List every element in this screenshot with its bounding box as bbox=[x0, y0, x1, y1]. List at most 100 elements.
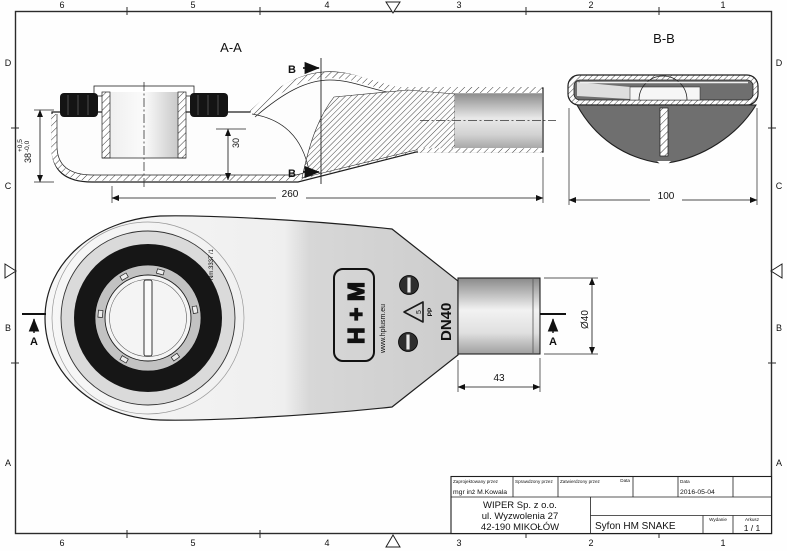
aa-dim-height: 38 +0,5 -0,0 bbox=[17, 109, 54, 183]
dim-38-tol-plus: +0,5 bbox=[17, 139, 24, 152]
row-letter: C bbox=[5, 181, 12, 191]
aa-dim-depth: 30 bbox=[216, 128, 246, 181]
title-block: Zaprojektowany przez mgr inż M.Kowala Sp… bbox=[450, 475, 773, 535]
frame-zone-letters: D C B A D C B A bbox=[5, 58, 783, 468]
row-letter: A bbox=[776, 458, 782, 468]
dim-43: 43 bbox=[493, 373, 505, 384]
row-letter: B bbox=[5, 323, 11, 333]
col-number: 3 bbox=[456, 538, 461, 548]
title-block-grid bbox=[451, 476, 772, 534]
col-number: 2 bbox=[588, 538, 593, 548]
row-letter: B bbox=[776, 323, 782, 333]
col-number: 1 bbox=[720, 538, 725, 548]
frame-zone-numbers: 6 5 4 3 2 1 6 5 4 3 2 1 bbox=[59, 0, 725, 548]
plan-website-text: www.hplusm.eu bbox=[380, 304, 387, 354]
aa-gasket-left bbox=[60, 93, 98, 117]
plan-dim-outlet-length: 43 bbox=[457, 358, 541, 392]
approved-by-label: Zatwierdzony przez bbox=[560, 479, 601, 484]
recycle-mark: 5 PP bbox=[403, 301, 434, 323]
sheet-label: Arkusz bbox=[745, 517, 760, 522]
aa-dim-length: 260 bbox=[111, 157, 544, 203]
section-aa-label: A-A bbox=[220, 40, 242, 55]
dim-100: 100 bbox=[658, 191, 675, 202]
plan-cover-inner-ring bbox=[109, 279, 187, 357]
sheet-value: 1 / 1 bbox=[744, 523, 761, 533]
plan-outlet-pipe bbox=[457, 277, 541, 355]
aa-top-wall-hatch bbox=[249, 71, 542, 116]
row-letter: C bbox=[776, 181, 783, 191]
bb-cut-letter-top: B bbox=[288, 64, 296, 76]
bb-cut-letter-bottom: B bbox=[288, 168, 296, 180]
frame-ticks bbox=[11, 7, 776, 538]
company-city: 42-190 MIKOŁÓW bbox=[481, 522, 559, 533]
row-letter: A bbox=[5, 458, 11, 468]
company-name: WIPER Sp. z o.o. bbox=[483, 500, 557, 511]
dim-38-tol-minus: -0,0 bbox=[24, 140, 31, 152]
aa-gasket-right bbox=[190, 93, 228, 117]
checked-by-label: Sprawdzony przez bbox=[515, 479, 553, 484]
row-letter: D bbox=[776, 58, 783, 68]
col-number: 1 bbox=[720, 0, 725, 10]
col-number: 6 bbox=[59, 0, 64, 10]
row-letter: D bbox=[5, 58, 12, 68]
aa-inner-wall-line bbox=[56, 114, 414, 176]
material-code: PP bbox=[427, 307, 434, 316]
hm-logo-text: H + M bbox=[343, 282, 369, 344]
plan-view: Nm.3337 /1 H + M www.hplusm.eu 5 PP DN40… bbox=[22, 215, 598, 421]
aa-cut-letter-right: A bbox=[549, 336, 557, 348]
dim-dia40: Ø40 bbox=[580, 310, 591, 329]
dim-260-mask bbox=[276, 188, 306, 199]
title-block-border bbox=[450, 475, 773, 535]
bb-rim-highlight bbox=[577, 82, 630, 99]
recycle-triangle-icon bbox=[403, 301, 424, 323]
bb-rim-arc bbox=[638, 75, 688, 101]
date-value: 2016-05-04 bbox=[680, 489, 715, 496]
col-number: 2 bbox=[588, 0, 593, 10]
bb-dome-slot bbox=[659, 107, 669, 157]
col-number: 3 bbox=[456, 0, 461, 10]
date-label: Data bbox=[680, 479, 690, 484]
col-number: 4 bbox=[324, 538, 329, 548]
drawing-title: Syfon HM SNAKE bbox=[595, 521, 676, 532]
bb-dim-width: 100 bbox=[568, 108, 758, 205]
aa-top-inner-line bbox=[254, 79, 542, 118]
bb-rim-window bbox=[629, 86, 701, 101]
plan-mold-text: Nm.3337 /1 bbox=[209, 248, 215, 280]
col-number: 4 bbox=[324, 0, 329, 10]
dim-38: 38 bbox=[23, 153, 33, 163]
hm-logo: H + M bbox=[333, 268, 375, 362]
center-mark-right bbox=[770, 263, 783, 279]
dim-260: 260 bbox=[282, 189, 299, 200]
center-mark-bottom bbox=[385, 534, 401, 548]
aa-cut-marker-left: A bbox=[22, 313, 46, 348]
designed-by-label: Zaprojektowany przez bbox=[453, 479, 499, 484]
aa-gasket-texture bbox=[67, 95, 219, 115]
plan-dn40-text: DN40 bbox=[438, 303, 455, 341]
aa-cut-marker-right: A bbox=[540, 313, 566, 348]
edition-label: Wydanie bbox=[709, 517, 727, 522]
plan-boss-ring bbox=[51, 221, 245, 415]
section-view-aa: A-A B bbox=[17, 40, 556, 203]
small-date-label: Data bbox=[620, 478, 630, 483]
center-mark-top bbox=[385, 1, 401, 14]
designed-by-value: mgr inż M.Kowala bbox=[453, 489, 507, 496]
aa-cut-letter-left: A bbox=[30, 336, 38, 348]
aa-pipe-bore bbox=[455, 94, 542, 148]
plan-dim-outlet-diameter: Ø40 bbox=[544, 277, 598, 355]
aa-bottom-wall-hatch bbox=[51, 114, 415, 181]
hm-logo-frame bbox=[333, 268, 375, 362]
section-view-bb: B-B 100 bbox=[567, 31, 759, 205]
col-number: 6 bbox=[59, 538, 64, 548]
plan-cover-divider bbox=[143, 279, 153, 357]
sheet-frame: 6 5 4 3 2 1 6 5 4 3 2 1 D C B A D C B A bbox=[4, 0, 783, 548]
section-bb-label: B-B bbox=[653, 31, 675, 46]
col-number: 5 bbox=[190, 0, 195, 10]
col-number: 5 bbox=[190, 538, 195, 548]
recycle-code: 5 bbox=[416, 310, 423, 314]
plan-bayonet-tabs bbox=[97, 268, 199, 364]
company-street: ul. Wyzwolenia 27 bbox=[482, 511, 558, 522]
center-marks bbox=[4, 1, 783, 548]
plan-screw-top bbox=[399, 275, 419, 295]
